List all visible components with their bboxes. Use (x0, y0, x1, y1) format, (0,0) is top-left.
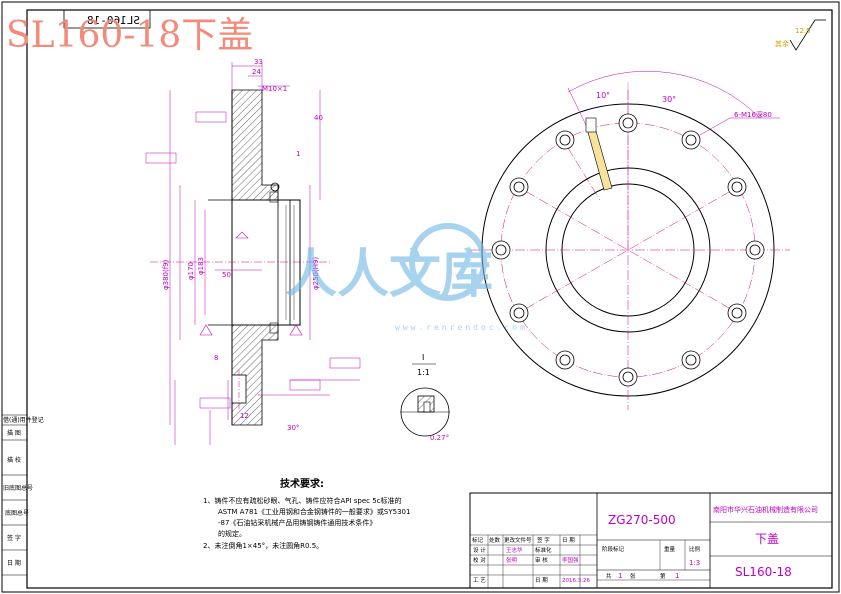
surface-finish-value: 12.5 (795, 27, 811, 35)
tb-page: 第 (660, 572, 666, 580)
strip-label-5: 签 字 (7, 534, 21, 542)
mirrored-code-box: SL160-18 (63, 9, 151, 29)
logo-watermark: 人人文库 www.renrendoc.com (285, 223, 528, 332)
surface-finish-note: 其余 (775, 39, 789, 48)
mirrored-code-text: SL160-18 (87, 14, 140, 27)
tb-ratio: 比例 (689, 545, 701, 553)
section-dimensions (169, 62, 360, 445)
tech-lines: 1、铸件不应有疏松砂眼、气孔、铸件应符合API spec 5c标准的 ASTM … (203, 496, 410, 550)
detail-scale: 1:1 (417, 368, 430, 377)
detail-view: 0.27° (400, 387, 450, 442)
tb-sheet-total: 1 (618, 572, 622, 580)
tb-designer: 王志华 (506, 546, 523, 554)
tb-scale: 1:3 (689, 559, 700, 567)
tb-total: 共 (606, 572, 612, 580)
plan-view: 10° 30° 6-M16深80 (470, 70, 790, 410)
tolerance-frames (145, 111, 361, 409)
strip-label-6: 日 期 (7, 559, 21, 567)
strip-label-2: 描 校 (7, 456, 21, 464)
dim-12: 12 (240, 412, 249, 420)
dim-24: 24 (252, 68, 261, 76)
tech-line-2: -87《石油钻采机械产品用铸钢铸件通用技术条件》 (218, 518, 376, 527)
dim-inner: φ170 (187, 262, 195, 280)
dim-40: 40 (314, 114, 323, 122)
tb-change: 更改文件号 (504, 536, 532, 544)
detail-name: I (422, 353, 424, 362)
dim-angle-45: 30° (287, 424, 299, 432)
bolt-holes (491, 113, 765, 387)
tb-approve: 日 期 (535, 577, 548, 584)
tb-design: 设 计 (473, 546, 486, 554)
dim-leader-1: 1 (296, 150, 300, 158)
strip-label-4: 底图总号 (5, 509, 29, 517)
tb-drawing-no: SL160-18 (735, 565, 792, 579)
tb-part-name: 下盖 (755, 532, 779, 546)
dim-bore: φ250(H9) (312, 257, 320, 290)
datum-markers (199, 231, 303, 336)
upper-section-hatch (231, 89, 279, 201)
title-block-labels: 标记 处数 更改文件号 签 字 日 期 设 计 标准化 校 对 审 核 工 艺 … (472, 536, 701, 584)
tb-process: 工 艺 (473, 577, 486, 584)
tech-line-1: ASTM A781《工业用钢和合金钢铸件的一般要求》或SY5301 (218, 507, 410, 516)
detail-label: I 1:1 (412, 353, 436, 377)
strip-label-3: 旧底图总号 (3, 484, 33, 492)
angle-30-label: 30° (662, 95, 676, 104)
tb-sheet-no: 1 (675, 572, 679, 580)
tech-title: 技术要求: (280, 477, 324, 490)
surface-finish-symbol: 12.5 其余 (775, 19, 826, 51)
dim-8: 8 (214, 354, 218, 362)
tb-stage: 阶段标记 (602, 545, 625, 553)
title-block-values: 王志华 张明 李国强 2016.3.26 1:3 1 1 (506, 546, 700, 584)
tb-review: 审 核 (535, 556, 548, 564)
tb-mark: 标记 (472, 536, 484, 544)
logo-text: 人人文库 (285, 245, 493, 305)
tb-sign: 签 字 (537, 536, 550, 544)
tech-line-3: 的规定。 (218, 529, 246, 538)
left-strip: 借(通)用件登记 描 图 描 校 旧底图总号 底图总号 签 字 日 期 (2, 414, 44, 576)
holes-label: 6-M16深80 (734, 110, 772, 119)
watermark-title: SL160-18下盖 (6, 15, 254, 56)
tb-date: 日 期 (562, 537, 575, 544)
tb-material: ZG270-500 (608, 513, 676, 527)
title-block (469, 492, 833, 589)
dim-thread: M10×1 (262, 85, 287, 93)
detail-dim: 0.27° (430, 434, 449, 442)
strip-label-1: 描 图 (7, 429, 21, 437)
tb-reviewer: 李国强 (562, 556, 579, 564)
tb-weight: 重量 (664, 545, 676, 553)
dim-mid: φ183 (197, 257, 205, 275)
tb-count: 处数 (489, 536, 501, 544)
tech-line-4: 2、未注倒角1×45°，未注圆角R0.5。 (203, 541, 323, 550)
dim-50: 50 (222, 271, 231, 279)
tb-company: 南阳市华兴石油机械制造有限公司 (713, 505, 818, 514)
vertical-dimension-texts: φ380(f9) φ170 φ183 φ250(H9) (162, 257, 320, 290)
tb-checker: 张明 (506, 556, 518, 564)
tb-standard: 标准化 (535, 546, 552, 554)
tb-sheet: 张 (630, 572, 636, 580)
strip-label-0: 借(通)用件登记 (3, 416, 44, 424)
tb-check: 校 对 (473, 556, 486, 564)
logo-url: www.renrendoc.com (395, 323, 528, 332)
angle-10-label: 10° (596, 91, 610, 100)
drawing-frame (26, 9, 833, 589)
tb-date-val: 2016.3.26 (562, 578, 590, 584)
dim-33: 33 (254, 58, 263, 66)
tech-line-0: 1、铸件不应有疏松砂眼、气孔、铸件应符合API spec 5c标准的 (203, 496, 402, 505)
section-view (150, 89, 330, 426)
dim-outer: φ380(f9) (162, 259, 170, 290)
section-dimension-texts: 33 24 M10×1 50 1 40 8 12 30° (214, 58, 323, 432)
